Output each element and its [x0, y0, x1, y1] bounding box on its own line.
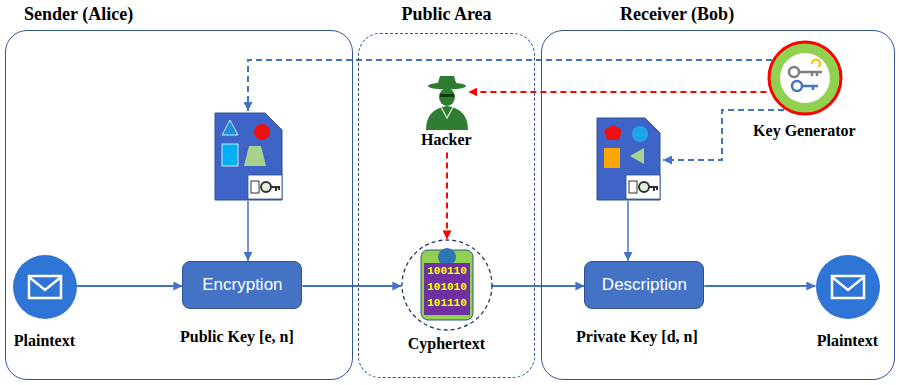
process-label: Description	[602, 275, 687, 295]
plaintext-envelope	[816, 255, 880, 319]
icon-label: Plaintext	[14, 332, 75, 350]
key-card	[597, 118, 660, 200]
flow-arrow	[302, 285, 401, 287]
triangle-symbol	[630, 148, 644, 164]
trapezoid-symbol	[244, 146, 266, 166]
key-symbol	[251, 181, 280, 193]
hacker-node: Hacker	[424, 75, 468, 129]
pentagon-symbol	[604, 125, 622, 140]
region-heading: Sender (Alice)	[24, 4, 133, 25]
key-symbol	[629, 181, 658, 193]
key-tag	[248, 175, 282, 199]
receiver-region: Key GeneratorDescriptionPlaintextReceive…	[541, 30, 895, 380]
icon-label: Cyphertext	[408, 335, 485, 353]
process-label: Encryption	[202, 275, 282, 295]
key-generator-symbol	[769, 42, 841, 114]
process-box: Encryption	[182, 261, 302, 309]
flow-arrow	[468, 91, 766, 93]
key-generator-node: Key Generator	[766, 39, 842, 115]
icon-label: Plaintext	[817, 332, 878, 350]
icon-label: Hacker	[421, 131, 472, 149]
plaintext-envelope	[13, 255, 77, 319]
square-symbol	[604, 148, 620, 168]
circle-symbol	[254, 124, 270, 140]
key-to-encryption-line	[247, 201, 249, 261]
plaintext-node: Plaintext	[12, 254, 76, 318]
icon-label: Key Generator	[753, 122, 856, 140]
square-symbol	[222, 144, 238, 166]
private-key-card	[597, 118, 660, 200]
region-heading: Public Area	[401, 4, 491, 25]
flow-arrow	[704, 285, 815, 287]
binary-text: 101110	[427, 297, 467, 310]
public-region: HackerCyphertextPublic Area	[358, 33, 535, 378]
binary-text: 100110	[427, 265, 467, 278]
key-to-description-line	[627, 201, 629, 261]
hacker-figure	[426, 76, 468, 130]
flow-arrow	[446, 152, 448, 239]
process-box: Description	[584, 261, 704, 309]
region-heading: Receiver (Bob)	[620, 4, 734, 25]
key-label: Private Key [d, n]	[576, 328, 698, 346]
key-card	[215, 113, 282, 200]
public-key-line	[248, 60, 772, 111]
flow-arrow	[491, 285, 584, 287]
binary-text: 101010	[427, 281, 467, 294]
flow-arrow	[76, 285, 182, 287]
plaintext-node: Plaintext	[815, 254, 879, 318]
key-label: Public Key [e, n]	[180, 328, 294, 346]
circle-symbol	[632, 126, 648, 142]
envelope-circle	[816, 255, 880, 319]
triangle-symbol	[222, 120, 238, 135]
cyphertext-symbol	[402, 240, 492, 330]
envelope-circle	[13, 255, 77, 319]
key-tag	[626, 175, 660, 199]
sender-region: PlaintextEncryptionSender (Alice)	[5, 30, 353, 380]
key-distribution-lines	[248, 60, 784, 261]
public-key-card	[215, 113, 282, 200]
dashed-circle	[402, 240, 492, 330]
